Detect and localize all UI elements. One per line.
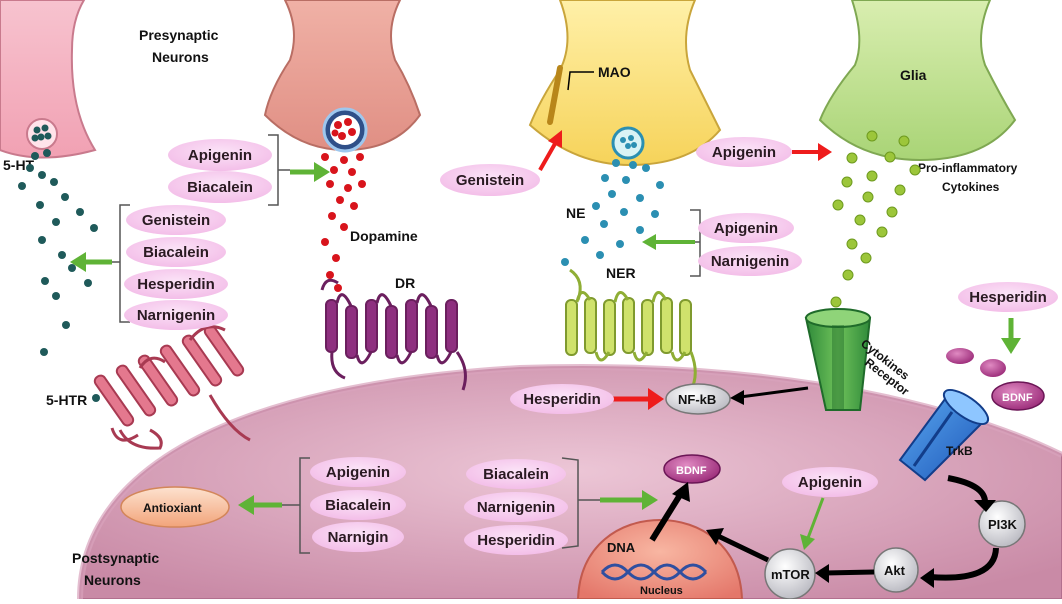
svg-text:Biacalein: Biacalein <box>483 466 549 483</box>
postsynaptic-label-line1: Postsynaptic <box>72 550 159 566</box>
dopamine-molecules <box>321 153 366 292</box>
pill-antioxidant-narnigin: Narnigin <box>312 522 404 552</box>
presynaptic-label-line1: Presynaptic <box>139 27 219 43</box>
green-arrows <box>70 162 1021 550</box>
svg-text:Hesperidin: Hesperidin <box>523 391 601 408</box>
trkb-label: TrkB <box>946 444 973 458</box>
brackets <box>112 134 701 554</box>
svg-text:Biacalein: Biacalein <box>325 497 391 514</box>
bdnf-top-node <box>991 381 1045 411</box>
cytokines-label-line1: Pro-inflammatory <box>918 161 1018 175</box>
bdnf-top-label: BDNF <box>1002 392 1033 404</box>
serotonin-receptor <box>93 324 251 450</box>
pill-bdnf-hesperidin-group: Hesperidin <box>464 525 568 555</box>
ne-vesicle-dots <box>620 135 637 149</box>
bdnf-center-node <box>663 454 721 484</box>
svg-text:Biacalein: Biacalein <box>143 244 209 261</box>
pill-dopamine-biacalein: Biacalein <box>168 171 272 203</box>
postsynaptic-label-line2: Neurons <box>84 572 141 588</box>
cytokines-receptor <box>804 308 872 411</box>
mao-pointer <box>567 71 594 91</box>
pill-serotonin-hesperidin: Hesperidin <box>124 269 228 299</box>
bdnf-center-label: BDNF <box>676 465 707 477</box>
svg-text:Narnigin: Narnigin <box>328 529 389 546</box>
dna-helix <box>600 563 708 581</box>
antioxidant-label: Antioxiant <box>143 501 202 515</box>
ner-label: NER <box>606 265 636 281</box>
svg-text:Narnigenin: Narnigenin <box>711 253 789 270</box>
nfkb-node <box>665 383 731 415</box>
mao-enzyme <box>547 65 563 125</box>
dna-label: DNA <box>607 540 636 555</box>
pill-serotonin-genistein: Genistein <box>126 205 226 235</box>
svg-text:Genistein: Genistein <box>456 172 524 189</box>
svg-text:Biacalein: Biacalein <box>187 179 253 196</box>
bdnf-molecule-1 <box>946 348 974 364</box>
cytokines-label-line2: Cytokines <box>942 180 1000 194</box>
svg-text:Hesperidin: Hesperidin <box>477 532 555 549</box>
pill-ne-narnigenin: Narnigenin <box>698 246 802 276</box>
svg-text:Apigenin: Apigenin <box>326 464 390 481</box>
svg-text:Apigenin: Apigenin <box>714 220 778 237</box>
serotonin-molecules <box>18 149 100 402</box>
akt-label: Akt <box>884 563 906 578</box>
pill-mtor-apigenin: Apigenin <box>782 467 878 497</box>
presynaptic-label-line2: Neurons <box>152 49 209 65</box>
ne-receptor <box>565 268 697 393</box>
pill-nfkb-hesperidin: Hesperidin <box>510 384 614 414</box>
svg-text:Narnigenin: Narnigenin <box>477 499 555 516</box>
pi3k-node <box>978 500 1026 548</box>
glia-label: Glia <box>900 67 927 83</box>
svg-text:Apigenin: Apigenin <box>188 147 252 164</box>
nfkb-label: NF-kB <box>678 392 716 407</box>
serotonin-vesicle-dots <box>31 124 52 142</box>
pill-serotonin-biacalein: Biacalein <box>126 237 226 267</box>
svg-text:Narnigenin: Narnigenin <box>137 307 215 324</box>
dopamine-receptor <box>320 278 467 391</box>
pill-bdnf-narnigenin: Narnigenin <box>464 492 568 522</box>
pill-antioxidant-apigenin: Apigenin <box>310 457 406 487</box>
pill-mao-genistein: Genistein <box>440 164 540 196</box>
dopamine-label: Dopamine <box>350 228 418 244</box>
pill-bdnf-biacalein: Biacalein <box>466 459 566 489</box>
postsynaptic-membrane <box>77 363 1062 600</box>
mtor-label: mTOR <box>771 567 810 582</box>
pill-serotonin-narnigenin: Narnigenin <box>124 300 228 330</box>
bdnf-molecule-2 <box>980 359 1006 377</box>
pill-antioxidant-biacalein: Biacalein <box>310 490 406 520</box>
pill-dopamine-apigenin: Apigenin <box>168 139 272 171</box>
dr-label: DR <box>395 275 415 291</box>
signaling-arrows <box>649 386 999 588</box>
svg-text:Apigenin: Apigenin <box>712 144 776 161</box>
norepinephrine-molecules <box>561 159 664 266</box>
red-arrows <box>538 130 832 410</box>
pill-ne-apigenin: Apigenin <box>698 213 794 243</box>
svg-text:Apigenin: Apigenin <box>798 474 862 491</box>
trkb-receptor <box>898 388 990 482</box>
svg-text:Hesperidin: Hesperidin <box>137 276 215 293</box>
svg-text:Genistein: Genistein <box>142 212 210 229</box>
antioxidant-node <box>120 486 230 528</box>
pill-bdnf-hesperidin: Hesperidin <box>958 282 1058 312</box>
mao-label: MAO <box>598 64 631 80</box>
ne-label: NE <box>566 205 585 221</box>
dopamine-vesicle-dots <box>331 118 356 140</box>
pill-glia-apigenin: Apigenin <box>696 137 792 167</box>
nucleus-label: Nucleus <box>640 585 683 597</box>
akt-node <box>873 547 919 593</box>
glia-cell <box>818 0 1017 162</box>
pi3k-label: PI3K <box>988 517 1018 532</box>
ht5r-label: 5-HTR <box>46 392 87 408</box>
svg-text:Hesperidin: Hesperidin <box>969 289 1047 306</box>
